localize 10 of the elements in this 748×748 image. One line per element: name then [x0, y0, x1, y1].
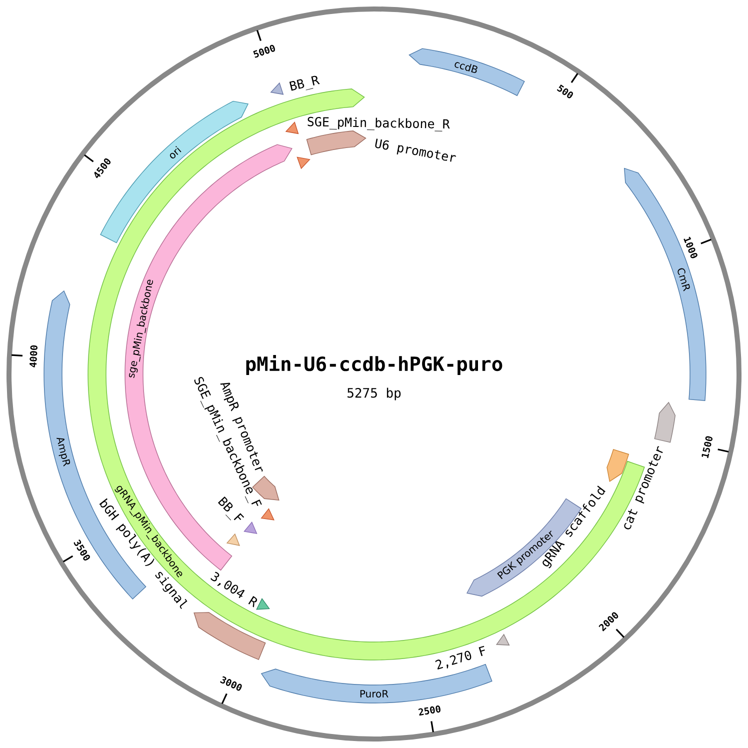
node-label: SGE_pMin_backbone_R — [308, 116, 450, 132]
tick-label: 5000 — [253, 44, 275, 58]
feature-band: ccdB — [408, 48, 525, 96]
tick-label: 1500 — [702, 436, 712, 458]
tick-label: 3000 — [220, 676, 242, 691]
sequence-length: 5275 bp — [348, 388, 401, 400]
node-label: BB_R — [289, 76, 320, 91]
tick-label: 1000 — [684, 236, 698, 258]
node-label: U6 promoter — [375, 138, 456, 162]
feature-band: U6 promoter — [306, 130, 456, 162]
